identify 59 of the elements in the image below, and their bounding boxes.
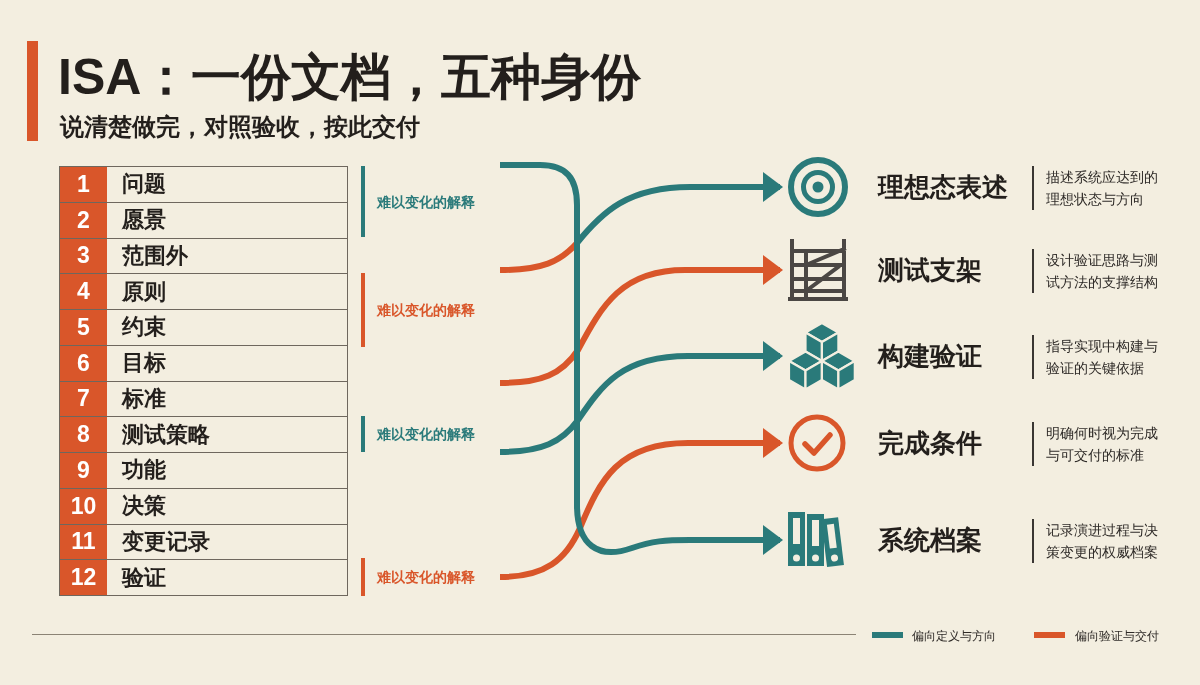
- row-label: 问题: [122, 170, 166, 199]
- row-label: 决策: [122, 492, 166, 521]
- list-row: [59, 559, 348, 596]
- row-label: 原则: [122, 277, 166, 306]
- curved-arrow: [499, 428, 783, 580]
- row-label: 功能: [122, 456, 166, 485]
- role-title: 系统档案: [878, 524, 982, 557]
- list-row: [59, 309, 348, 346]
- description: 明确何时视为完成与可交付的标准: [1032, 422, 1162, 466]
- number-cell: 8: [60, 417, 107, 452]
- number-cell: 1: [60, 167, 107, 202]
- row-label: 目标: [122, 349, 166, 378]
- curved-arrow: [500, 162, 783, 555]
- number-cell: 12: [60, 560, 107, 595]
- list-row: [59, 344, 348, 382]
- curved-arrow: [499, 172, 783, 273]
- number-cell: 3: [60, 238, 107, 274]
- curved-arrow: [499, 341, 783, 455]
- role-title: 完成条件: [878, 427, 982, 460]
- number-cell: 10: [60, 488, 107, 524]
- list-row: [59, 201, 348, 239]
- number-cell: 11: [60, 524, 107, 560]
- description: 描述系统应达到的理想状态与方向: [1032, 166, 1162, 210]
- role-title: 理想态表述: [878, 171, 1008, 204]
- bracket-label: 难以变化的解释: [377, 192, 475, 212]
- number-cell: 6: [60, 345, 107, 381]
- curved-arrow: [499, 255, 783, 386]
- list-row: [59, 166, 348, 203]
- legend-label: 偏向验证与交付: [1075, 628, 1159, 645]
- number-cell: 9: [60, 453, 107, 488]
- row-label: 变更记录: [122, 527, 210, 556]
- list-row: [59, 416, 348, 453]
- list-row: [59, 380, 348, 418]
- row-label: 范围外: [122, 241, 188, 270]
- row-label: 约束: [122, 313, 166, 342]
- number-cell: 7: [60, 381, 107, 417]
- row-label: 测试策略: [122, 420, 210, 449]
- bracket-label: 难以变化的解释: [377, 301, 475, 320]
- title: ISA：一份文档，五种身份: [58, 48, 642, 107]
- subtitle: 说清楚做完，对照验收，按此交付: [60, 112, 420, 142]
- legend-label: 偏向定义与方向: [912, 628, 996, 645]
- number-cell: 2: [60, 202, 107, 238]
- description: 记录演进过程与决策变更的权威档案: [1032, 519, 1162, 563]
- row-label: 验证: [122, 563, 166, 592]
- description: 指导实现中构建与验证的关键依据: [1032, 335, 1162, 379]
- bracket-label: 难以变化的解释: [377, 425, 475, 444]
- role-title: 构建验证: [878, 340, 982, 373]
- bracket-label: 难以变化的解释: [377, 568, 475, 587]
- number-cell: 4: [60, 274, 107, 309]
- list-row: [59, 237, 348, 275]
- row-label: 愿景: [122, 206, 166, 235]
- role-title: 测试支架: [878, 254, 982, 287]
- list-row: [59, 452, 348, 489]
- list-row: [59, 487, 348, 525]
- row-label: 标准: [122, 384, 166, 413]
- number-cell: 5: [60, 310, 107, 345]
- description: 设计验证思路与测试方法的支撑结构: [1032, 249, 1162, 293]
- list-row: [59, 523, 348, 561]
- list-row: [59, 273, 348, 310]
